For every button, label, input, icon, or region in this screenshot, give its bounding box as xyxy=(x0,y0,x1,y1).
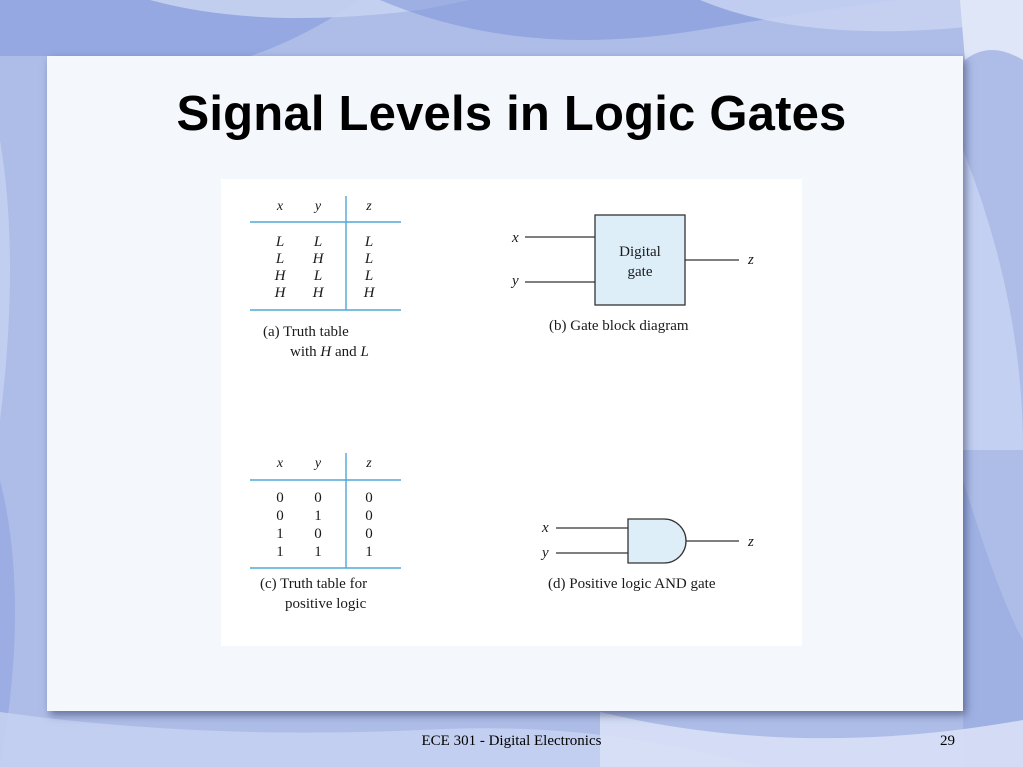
table-a-row: L H L xyxy=(275,251,373,267)
and-input-x-label: x xyxy=(541,520,549,536)
truth-table-hl: x y z L L L L H L H L L H H xyxy=(250,196,401,360)
table-c-cell: 0 xyxy=(365,508,373,524)
table-c-header-y: y xyxy=(313,456,322,471)
table-a-row: H L L xyxy=(274,268,374,284)
caption-and: and xyxy=(331,344,360,360)
caption-h: H xyxy=(319,344,332,360)
table-c-row: 1 0 0 xyxy=(276,526,373,542)
table-a-cell: H xyxy=(274,268,287,284)
block-output-z-label: z xyxy=(747,252,754,268)
table-a-cell: H xyxy=(312,285,325,301)
digital-gate-label-line2: gate xyxy=(628,264,653,280)
table-c-cell: 0 xyxy=(276,508,284,524)
footer-course: ECE 301 - Digital Electronics xyxy=(421,733,602,749)
table-a-cell: L xyxy=(364,234,373,250)
table-a-header-x: x xyxy=(276,199,284,214)
digital-gate-box xyxy=(594,214,686,306)
table-c-header-x: x xyxy=(276,456,284,471)
table-a-cell: L xyxy=(364,251,373,267)
table-a-cell: L xyxy=(313,234,322,250)
slide-title: Signal Levels in Logic Gates xyxy=(176,87,847,141)
table-c-caption-line1: (c) Truth table for xyxy=(260,576,367,592)
table-c-cell: 0 xyxy=(365,526,373,542)
block-input-x-label: x xyxy=(511,230,519,246)
table-a-row: L L L xyxy=(275,234,373,250)
table-a-cell: H xyxy=(274,285,287,301)
and-gate-diagram: x y z (d) Positive logic AND gate xyxy=(540,518,754,592)
and-gate-symbol xyxy=(627,518,687,564)
table-a-cell: L xyxy=(364,268,373,284)
table-a-cell: L xyxy=(313,268,322,284)
table-a-header-z: z xyxy=(365,199,372,214)
table-c-row: 1 1 1 xyxy=(276,544,373,560)
table-c-cell: 1 xyxy=(276,526,284,542)
and-output-z-label: z xyxy=(747,534,754,550)
table-c-cell: 1 xyxy=(314,508,322,524)
footer-page-number: 29 xyxy=(940,733,955,749)
table-c-row: 0 1 0 xyxy=(276,508,373,524)
table-c-caption-line2: positive logic xyxy=(285,596,367,612)
table-a-header-y: y xyxy=(313,199,322,214)
table-a-cell: L xyxy=(275,251,284,267)
table-c-cell: 1 xyxy=(314,544,322,560)
block-diagram-caption: (b) Gate block diagram xyxy=(549,318,689,334)
table-c-row: 0 0 0 xyxy=(276,490,373,506)
figure-canvas: x y z L L L L H L H L L H H xyxy=(250,196,754,612)
table-c-cell: 1 xyxy=(276,544,284,560)
and-input-y-label: y xyxy=(540,545,549,561)
truth-table-positive: x y z 0 0 0 0 1 0 1 0 0 1 1 xyxy=(250,453,401,612)
table-c-cell: 0 xyxy=(314,526,322,542)
gate-block-diagram: x y Digital gate z (b) Gate block diagra… xyxy=(510,214,754,334)
table-a-caption-line1: (a) Truth table xyxy=(263,324,349,340)
table-c-cell: 0 xyxy=(365,490,373,506)
and-gate-caption: (d) Positive logic AND gate xyxy=(548,576,716,592)
table-c-header-z: z xyxy=(365,456,372,471)
caption-l: L xyxy=(359,344,368,360)
table-c-cell: 0 xyxy=(276,490,284,506)
table-c-cell: 0 xyxy=(314,490,322,506)
block-input-y-label: y xyxy=(510,273,519,289)
digital-gate-label-line1: Digital xyxy=(619,244,661,260)
table-a-caption-line2: with H and L xyxy=(290,344,369,360)
table-a-cell: H xyxy=(312,251,325,267)
caption-prefix: with xyxy=(290,344,320,360)
table-a-cell: L xyxy=(275,234,284,250)
table-a-cell: H xyxy=(363,285,376,301)
table-a-row: H H H xyxy=(274,285,376,301)
table-c-cell: 1 xyxy=(365,544,373,560)
logic-figure: x y z L L L L H L H L L H H xyxy=(221,179,802,646)
